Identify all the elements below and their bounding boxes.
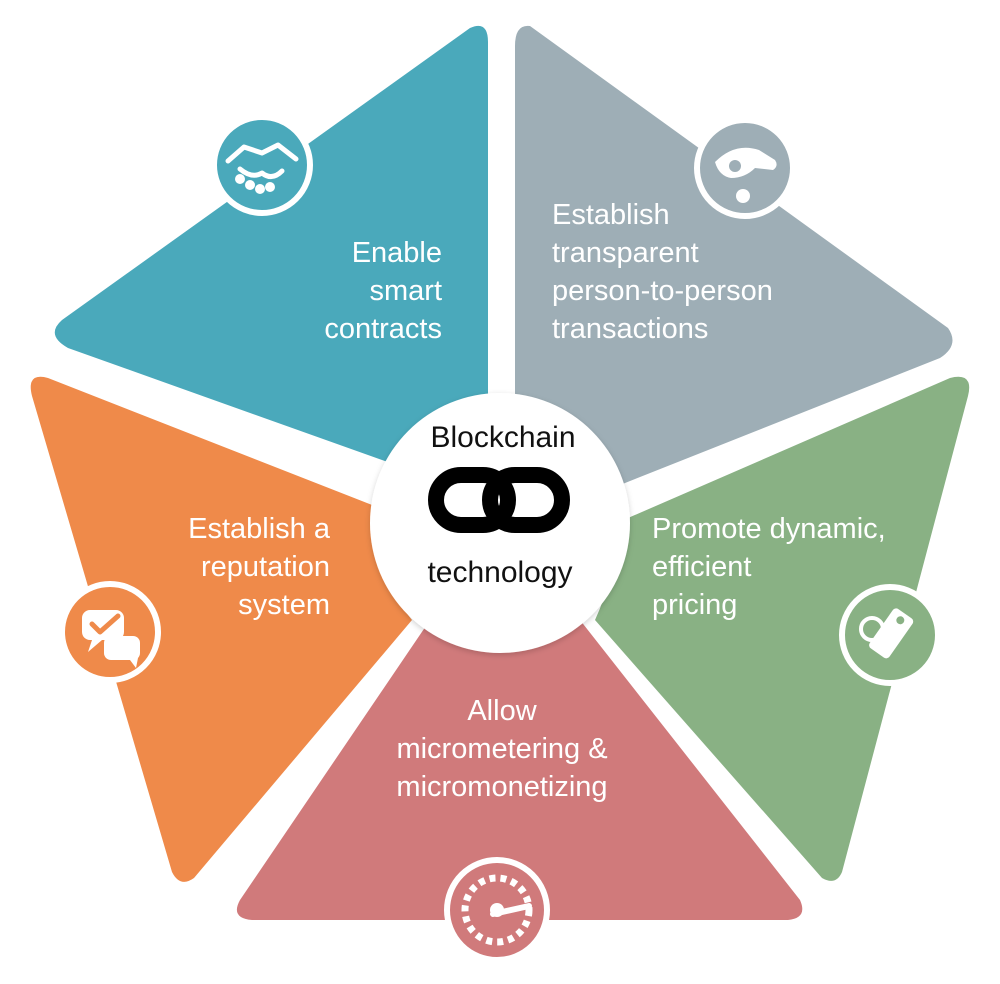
label-micro-line: Allow bbox=[467, 695, 537, 727]
label-p2p-line: person-to-person bbox=[552, 275, 773, 307]
label-reputation: Establish a reputation system bbox=[188, 513, 331, 621]
label-pricing-line: efficient bbox=[652, 551, 751, 583]
segment-smart-contracts bbox=[54, 25, 489, 470]
label-p2p-line: transparent bbox=[552, 237, 699, 269]
label-dynamic-pricing: Promote dynamic, efficient pricing bbox=[652, 513, 886, 621]
label-p2p-line: Establish bbox=[552, 199, 670, 231]
segment-dynamic-pricing bbox=[595, 376, 970, 881]
label-reputation-line: Establish a bbox=[188, 513, 331, 545]
price-tag-icon bbox=[839, 584, 941, 686]
speedometer-icon bbox=[444, 857, 550, 963]
label-smart-contracts-line: Enable bbox=[352, 237, 442, 269]
hand-giving-icon bbox=[694, 117, 796, 219]
label-reputation-line: reputation bbox=[201, 551, 330, 583]
label-pricing-line: pricing bbox=[652, 589, 737, 621]
chain-link-icon bbox=[428, 467, 570, 533]
segment-micrometering bbox=[236, 620, 803, 920]
label-micrometering: Allow micrometering & micromonetizing bbox=[396, 695, 607, 803]
label-smart-contracts: Enable smart contracts bbox=[324, 237, 442, 345]
segment-p2p-transactions bbox=[515, 25, 953, 485]
center-title-line2: technology bbox=[427, 556, 572, 589]
label-micro-line: micromonetizing bbox=[396, 771, 607, 803]
label-smart-contracts-line: smart bbox=[370, 275, 443, 307]
handshake-icon bbox=[211, 114, 313, 216]
segment-reputation bbox=[30, 376, 412, 882]
label-pricing-line: Promote dynamic, bbox=[652, 513, 886, 545]
label-p2p-line: transactions bbox=[552, 313, 708, 345]
label-p2p-transactions: Establish transparent person-to-person t… bbox=[552, 199, 773, 345]
chat-check-icon bbox=[59, 581, 161, 683]
label-reputation-line: system bbox=[238, 589, 330, 621]
label-smart-contracts-line: contracts bbox=[324, 313, 442, 345]
label-micro-line: micrometering & bbox=[396, 733, 607, 765]
center-title-line1: Blockchain bbox=[430, 421, 575, 454]
